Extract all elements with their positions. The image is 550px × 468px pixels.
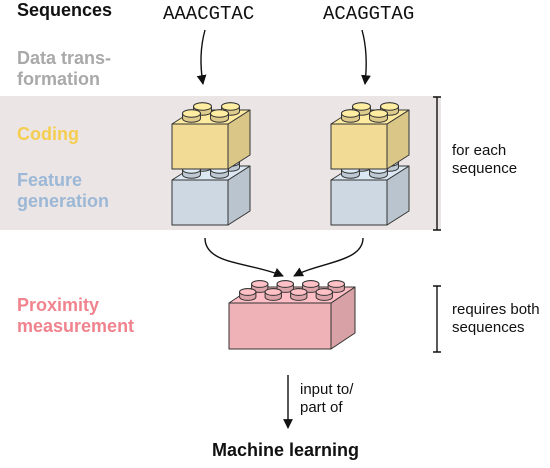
brick-coding-seq1	[171, 102, 251, 170]
arrow-merge-left	[204, 237, 284, 278]
label-machine-learning: Machine learning	[212, 440, 360, 460]
label-proximity-line2: measurement	[17, 316, 135, 336]
note-requires-both-line2: sequences	[452, 319, 525, 336]
label-proximity-measurement: Proximity measurement	[17, 295, 134, 337]
brick-coding-seq2	[330, 102, 410, 170]
arrow-seq2-down	[361, 29, 371, 85]
note-requires-both-line1: requires both	[452, 301, 540, 318]
label-feature-generation-line2: generation	[17, 191, 110, 211]
note-for-each-line1: for each	[452, 142, 507, 159]
label-data-transformation: Data trans- formation	[17, 48, 111, 90]
arrow-merge-right	[293, 237, 364, 277]
bracket-requires-both	[433, 285, 441, 353]
note-input-to-line1: input to/	[300, 381, 354, 398]
brick-proximity	[228, 280, 356, 350]
label-proximity-line1: Proximity	[17, 295, 100, 315]
label-data-transformation-line2: formation	[17, 69, 100, 89]
label-feature-generation: Feature generation	[17, 170, 109, 212]
label-sequences: Sequences	[17, 0, 113, 20]
arrow-seq1-down	[196, 29, 207, 85]
note-for-each-line2: sequence	[452, 160, 518, 177]
label-data-transformation-line1: Data trans-	[17, 48, 112, 68]
sequence-2: ACAGGTAG	[323, 3, 415, 25]
note-input-to: input to/ part of	[300, 381, 353, 417]
label-feature-generation-line1: Feature	[17, 170, 83, 190]
bracket-for-each	[433, 96, 441, 231]
sequence-1: AAACGTAC	[163, 3, 255, 25]
label-coding: Coding	[17, 124, 79, 144]
note-input-to-line2: part of	[300, 399, 343, 416]
note-for-each-sequence: for each sequence	[452, 142, 517, 178]
note-requires-both: requires both sequences	[452, 301, 540, 337]
